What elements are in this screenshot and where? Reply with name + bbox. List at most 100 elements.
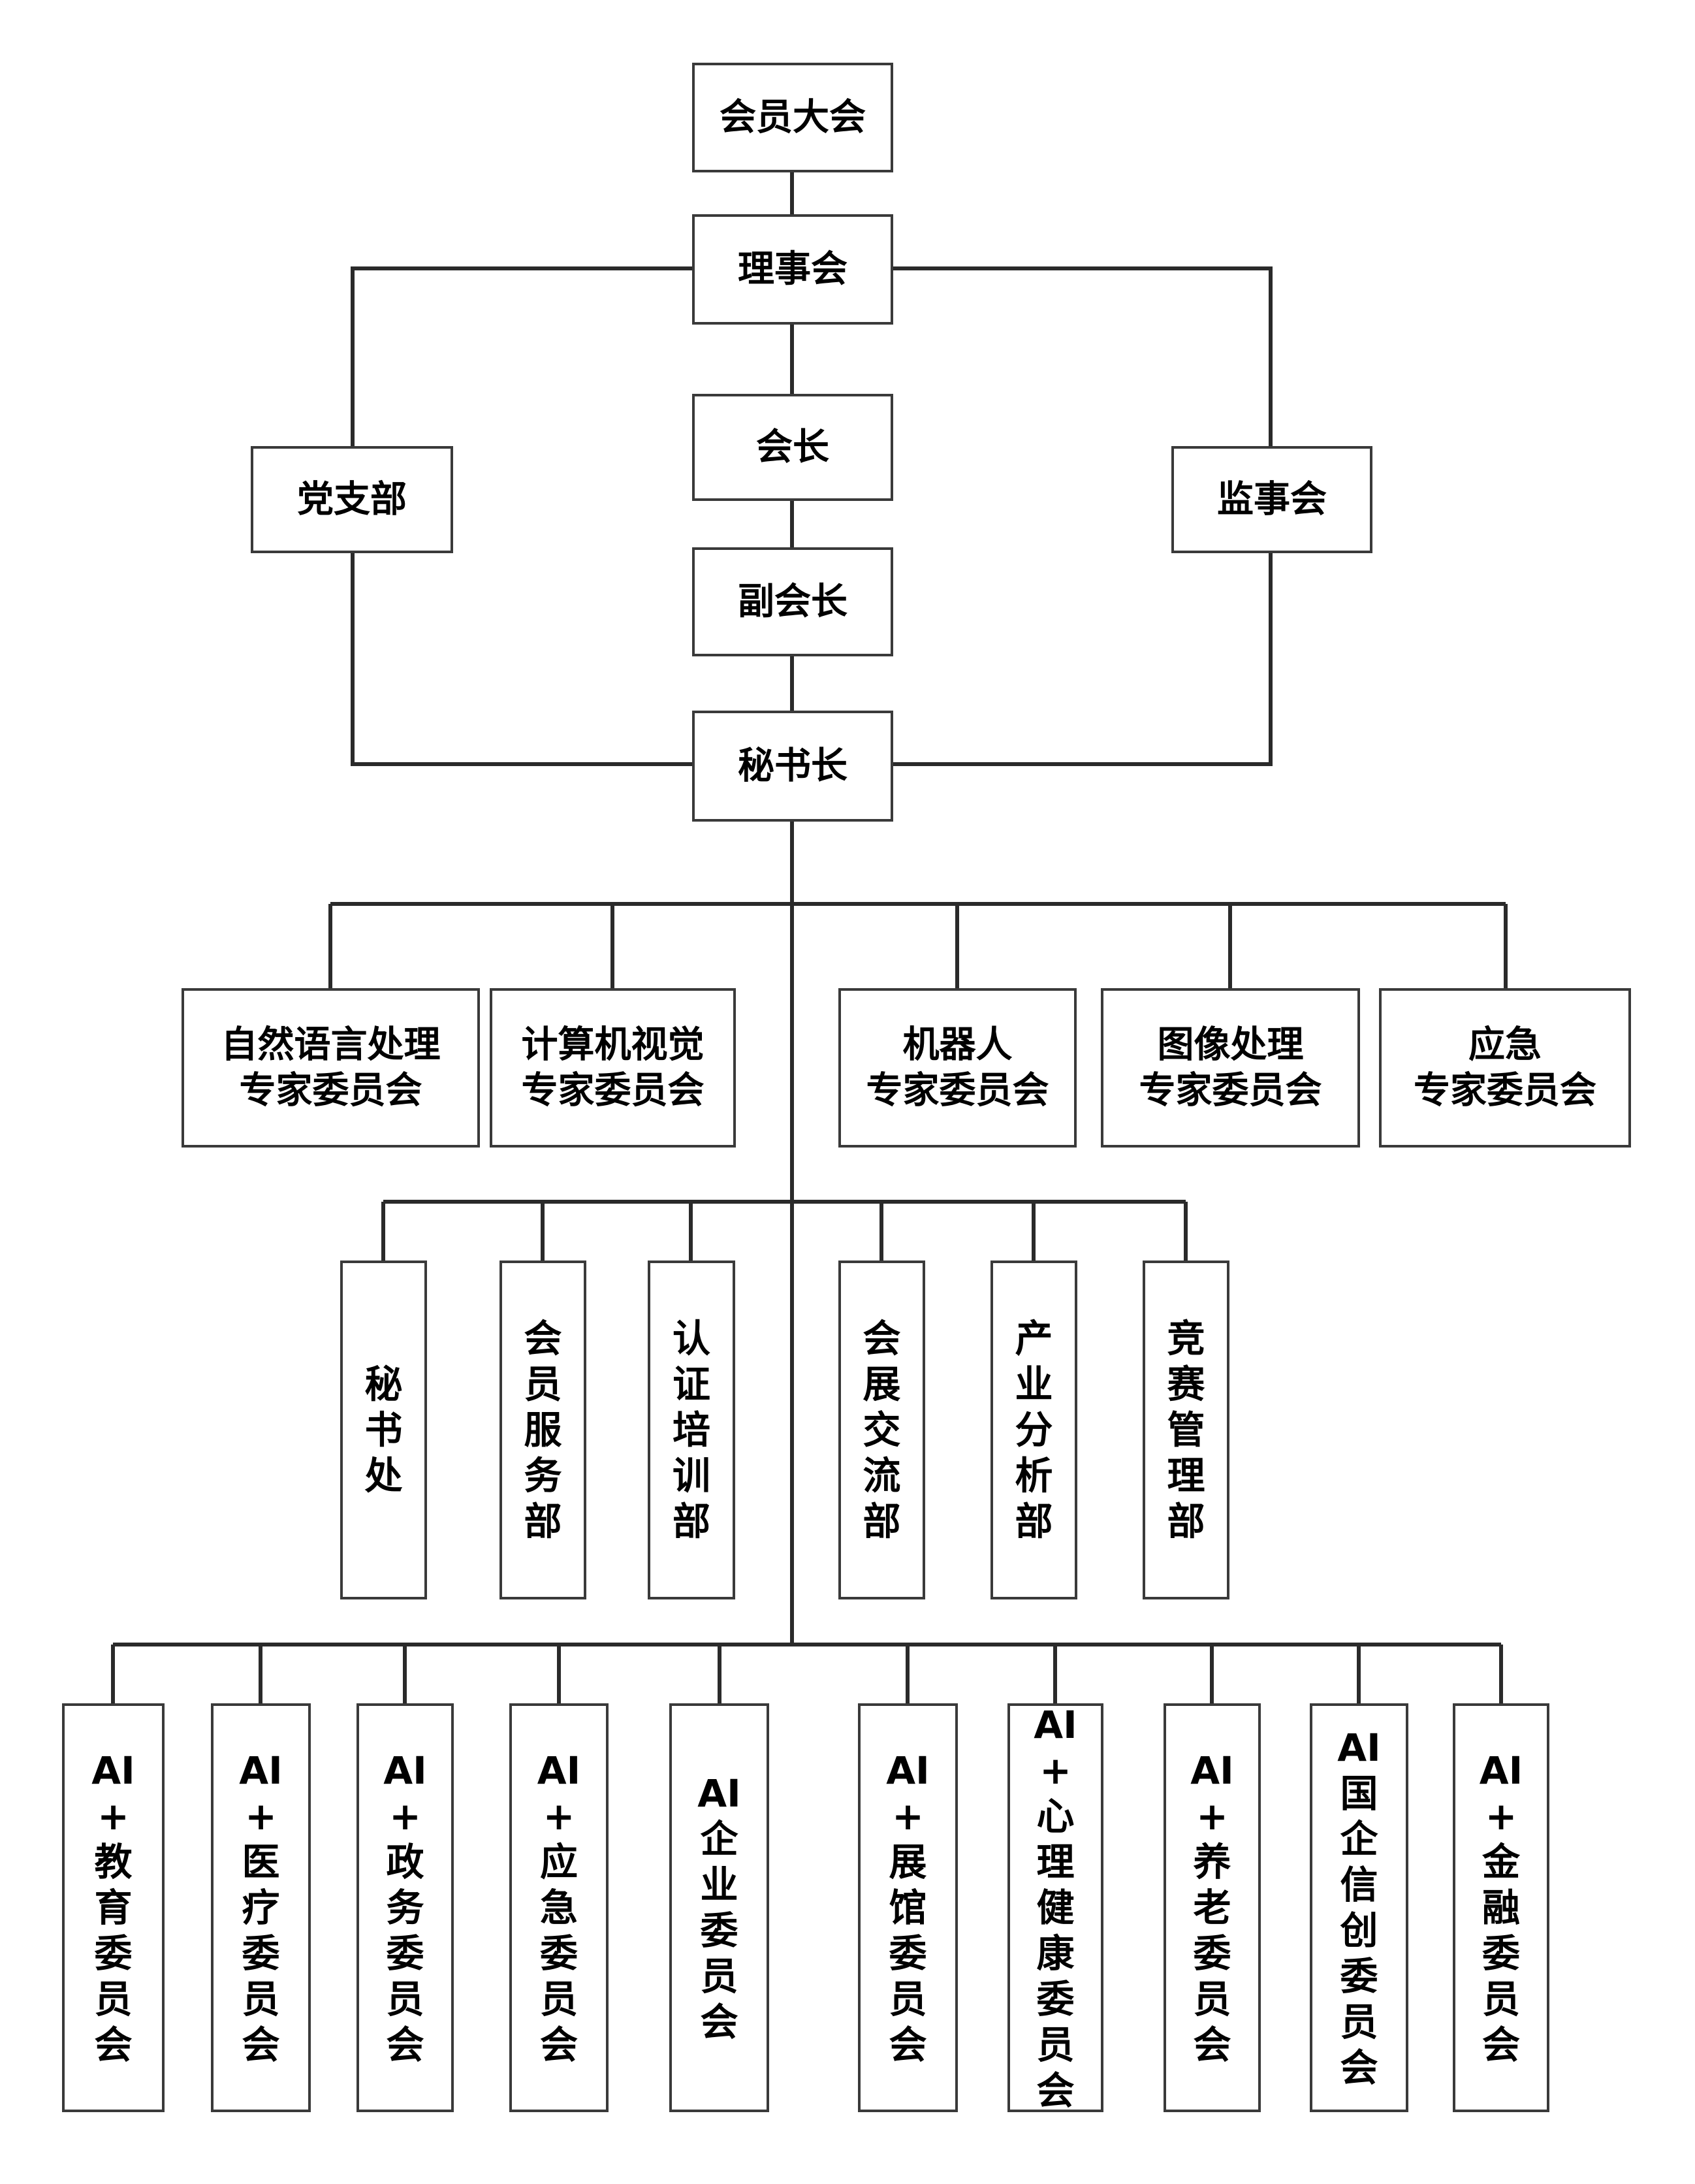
department-5-char: 业 [1015, 1362, 1053, 1407]
ai-committee-2-char: 委 [242, 1931, 279, 1976]
ai-committee-2-char: AI [239, 1748, 282, 1793]
ai-committee-6-char: 员 [889, 1977, 927, 2021]
department-3-char: 训 [673, 1454, 710, 1498]
ai-committee-6-char: 会 [889, 2023, 927, 2067]
ai-committee-4-char: 委 [540, 1931, 578, 1976]
ai-committee-8-char: AI [1190, 1748, 1233, 1793]
ai-committee-7-box [1007, 1703, 1103, 2112]
department-1-char: 书 [364, 1408, 402, 1453]
party-branch-box [251, 446, 453, 553]
department-3-char: 部 [673, 1500, 710, 1544]
department-2-char: 会 [524, 1317, 562, 1361]
ai-committee-5-char: 会 [700, 2000, 738, 2044]
ai-committee-9-box [1310, 1703, 1408, 2112]
department-3-box [648, 1261, 735, 1599]
department-2-box [499, 1261, 586, 1599]
secretary-general-label: 秘书长 [738, 745, 848, 788]
ai-committee-3-char: 务 [386, 1886, 424, 1930]
department-1-char: 处 [364, 1454, 402, 1498]
ai-committee-9-char: 员 [1340, 2000, 1378, 2044]
members-assembly-box [692, 63, 893, 172]
expert-committee-1-label: 自然语言处理 [221, 1024, 441, 1067]
secretary-general: 秘书长 [692, 711, 893, 822]
party-branch: 党支部 [251, 446, 453, 553]
ai-committee-6-box [858, 1703, 958, 2112]
supervisory-board-label: 监事会 [1217, 479, 1327, 521]
ai-committee-10-char: 融 [1482, 1886, 1520, 1930]
ai-committee-6-char: 馆 [889, 1886, 927, 1930]
council-label: 理事会 [738, 248, 848, 291]
ai-committee-3-char: 会 [386, 2023, 424, 2067]
expert-committee-3-label: 专家委员会 [866, 1070, 1049, 1112]
secretary-general-box [692, 711, 893, 822]
line-supervisory-secretary [892, 552, 1273, 766]
ai-committee-6-char: AI [886, 1748, 929, 1793]
ai-committee-7-char: 康 [1036, 1931, 1074, 1976]
ai-committee-4-box [509, 1703, 609, 2112]
ai-committee-7-char: 心 [1036, 1794, 1074, 1839]
ai-committee-1-char: 会 [94, 2023, 132, 2067]
chart-nodes: 会员大会理事会会长副会长秘书长党支部监事会自然语言处理专家委员会计算机视觉专家委… [62, 63, 1631, 2113]
ai-committee-3-box [356, 1703, 454, 2112]
ai-committee-8-char: 养 [1193, 1840, 1231, 1884]
ai-committee-8-char: 员 [1193, 1977, 1231, 2021]
department-6-char: 竞 [1167, 1317, 1205, 1361]
ai-committee-7-char: 理 [1036, 1840, 1074, 1884]
ai-committee-2-char: 疗 [242, 1886, 279, 1930]
ai-committee-6-char: 委 [889, 1931, 927, 1976]
department-6-box [1143, 1261, 1229, 1599]
department-4-char: 展 [863, 1362, 900, 1407]
ai-committee-9-char: 信 [1340, 1863, 1378, 1907]
department-4-char: 流 [863, 1454, 900, 1498]
department-3-char: 培 [673, 1408, 710, 1453]
ai-committee-3-char: AI [383, 1748, 426, 1793]
ai-committee-1-char: 员 [94, 1977, 132, 2021]
expert-committee-3-label: 机器人 [903, 1024, 1013, 1067]
department-5-char: 析 [1015, 1454, 1053, 1498]
ai-committee-8-char: 委 [1193, 1931, 1231, 1976]
line-party-secretary [351, 552, 693, 766]
ai-committee-7-char: AI [1034, 1703, 1077, 1747]
ai-committee-9-char: 国 [1340, 1771, 1378, 1816]
ai-committee-7-char: 委 [1036, 1977, 1074, 2021]
ai-committee-3-char: + [389, 1794, 421, 1839]
ai-committee-4-char: 会 [540, 2023, 578, 2067]
ai-committee-9-char: AI [1337, 1726, 1380, 1770]
department-5-char: 部 [1015, 1500, 1053, 1544]
ai-committee-7-char: 员 [1036, 2023, 1074, 2067]
department-4-char: 部 [863, 1500, 900, 1544]
ai-committee-2-char: 员 [242, 1977, 279, 2021]
president-box [692, 394, 893, 501]
ai-committee-5-char: 员 [700, 1954, 738, 1999]
ai-committee-4-char: 急 [540, 1886, 578, 1930]
department-3-char: 认 [673, 1317, 710, 1361]
ai-committee-4-char: + [543, 1794, 575, 1839]
ai-committee-10-char: 委 [1482, 1931, 1520, 1976]
expert-committee-1-box [182, 988, 480, 1148]
ai-committee-5-char: 业 [700, 1863, 738, 1907]
council: 理事会 [692, 214, 893, 325]
expert-committee-2-box [490, 988, 736, 1148]
ai-committee-7-char: 会 [1036, 2068, 1074, 2113]
department-6-char: 管 [1167, 1408, 1205, 1453]
ai-committee-7-char: 健 [1036, 1886, 1074, 1930]
expert-committee-4-label: 图像处理 [1158, 1024, 1304, 1067]
ai-committee-10-char: AI [1480, 1748, 1523, 1793]
ai-committee-1-char: 教 [94, 1840, 132, 1884]
ai-committee-4-char: 员 [540, 1977, 578, 2021]
council-box [692, 214, 893, 325]
ai-committee-9-char: 企 [1340, 1817, 1378, 1861]
ai-committee-3-char: 委 [386, 1931, 424, 1976]
department-6-char: 部 [1167, 1500, 1205, 1544]
